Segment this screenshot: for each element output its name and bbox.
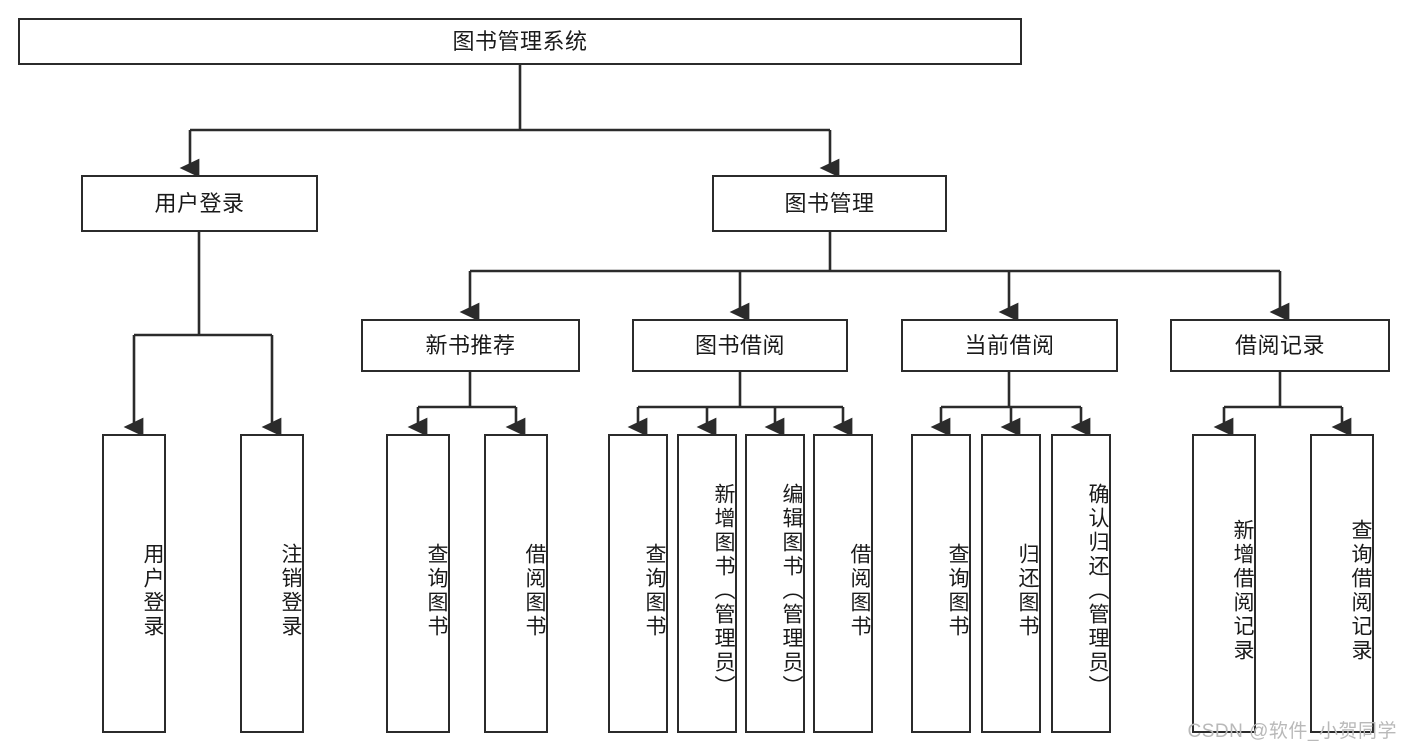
leaf-confirm-return-admin[interactable]: 确认归还（管理员）: [1051, 434, 1111, 733]
leaf-query-borrow-record-label: 查询借阅记录: [1349, 518, 1372, 663]
node-current-borrow-label: 当前借阅: [964, 332, 1055, 358]
leaf-add-borrow-record-label: 新增借阅记录: [1231, 518, 1254, 663]
leaf-user-login-label: 用户登录: [141, 542, 164, 639]
leaf-query-book-recommend-label: 查询图书: [425, 542, 448, 639]
node-book-management[interactable]: 图书管理: [712, 175, 947, 232]
leaf-edit-book-admin[interactable]: 编辑图书（管理员）: [745, 434, 805, 733]
node-book-management-label: 图书管理: [784, 190, 875, 216]
leaf-query-book-recommend[interactable]: 查询图书: [386, 434, 450, 733]
leaf-query-borrow-record[interactable]: 查询借阅记录: [1310, 434, 1374, 733]
leaf-user-logout-label: 注销登录: [279, 542, 302, 639]
leaf-return-book-label: 归还图书: [1016, 542, 1039, 639]
node-user-login[interactable]: 用户登录: [81, 175, 318, 232]
leaf-borrow-book-recommend-label: 借阅图书: [523, 542, 546, 639]
leaf-confirm-return-admin-label: 确认归还（管理员）: [1086, 482, 1109, 699]
leaf-query-book-current[interactable]: 查询图书: [911, 434, 971, 733]
node-current-borrow[interactable]: 当前借阅: [901, 319, 1118, 372]
leaf-query-book-current-label: 查询图书: [946, 542, 969, 639]
leaf-add-book-admin-label: 新增图书（管理员）: [712, 482, 735, 699]
leaf-add-borrow-record[interactable]: 新增借阅记录: [1192, 434, 1256, 733]
node-root[interactable]: 图书管理系统: [18, 18, 1022, 65]
leaf-user-login[interactable]: 用户登录: [102, 434, 166, 733]
leaf-borrow-book-label: 借阅图书: [848, 542, 871, 639]
leaf-return-book[interactable]: 归还图书: [981, 434, 1041, 733]
leaf-query-book[interactable]: 查询图书: [608, 434, 668, 733]
leaf-edit-book-admin-label: 编辑图书（管理员）: [780, 482, 803, 699]
leaf-borrow-book[interactable]: 借阅图书: [813, 434, 873, 733]
node-borrow-records[interactable]: 借阅记录: [1170, 319, 1390, 372]
node-book-borrow[interactable]: 图书借阅: [632, 319, 848, 372]
leaf-borrow-book-recommend[interactable]: 借阅图书: [484, 434, 548, 733]
leaf-user-logout[interactable]: 注销登录: [240, 434, 304, 733]
watermark-text: CSDN @软件_小贺同学: [1187, 721, 1397, 742]
node-user-login-label: 用户登录: [154, 190, 245, 216]
node-book-borrow-label: 图书借阅: [694, 332, 785, 358]
leaf-add-book-admin[interactable]: 新增图书（管理员）: [677, 434, 737, 733]
node-borrow-records-label: 借阅记录: [1234, 332, 1325, 358]
node-new-book-recommend[interactable]: 新书推荐: [361, 319, 580, 372]
node-new-book-recommend-label: 新书推荐: [425, 332, 516, 358]
leaf-query-book-label: 查询图书: [643, 542, 666, 639]
node-root-label: 图书管理系统: [452, 28, 588, 54]
